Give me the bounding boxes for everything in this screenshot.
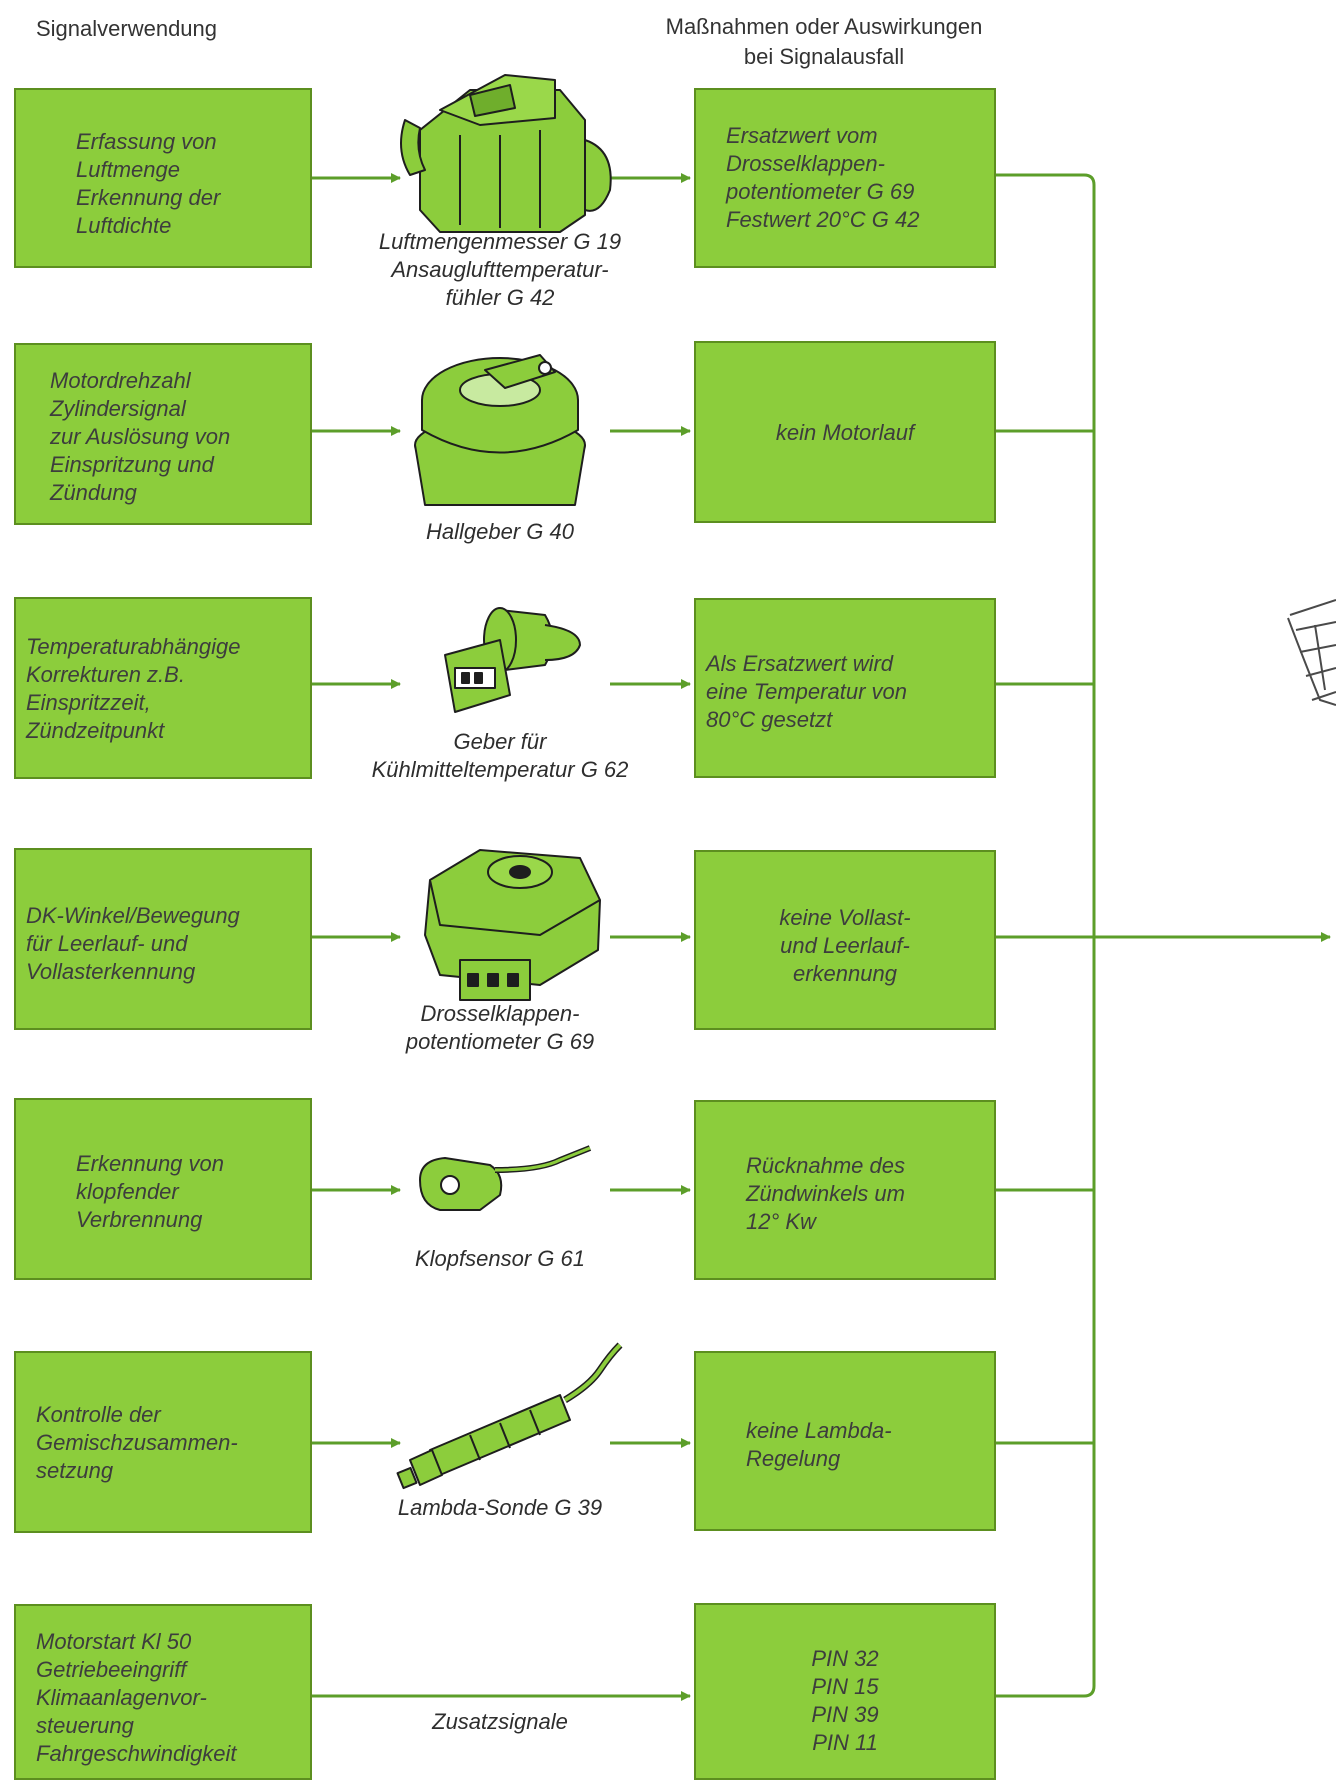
- fallback-box-7: PIN 32 PIN 15 PIN 39 PIN 11: [694, 1603, 996, 1780]
- fallback-box-4: keine Vollast- und Leerlauf- erkennung: [694, 850, 996, 1030]
- fallback-line: Festwert 20°C G 42: [726, 207, 920, 232]
- signal-use-line: Luftmenge: [76, 157, 180, 182]
- fallback-line: 12° Kw: [746, 1209, 816, 1234]
- signal-use-line: Fahrgeschwindigkeit: [36, 1741, 237, 1766]
- signal-use-line: klopfender: [76, 1179, 179, 1204]
- signal-use-line: Erkennung von: [76, 1151, 224, 1176]
- signal-use-line: Erkennung der: [76, 185, 221, 210]
- signal-use-box-4: DK-Winkel/Bewegung für Leerlauf- und Vol…: [14, 848, 312, 1030]
- fallback-line: kein Motorlauf: [775, 420, 915, 445]
- sensor-caption-line: Ansauglufttemperatur-: [391, 257, 609, 282]
- sensor-caption-line: Klopfsensor G 61: [415, 1246, 585, 1271]
- throttle-potentiometer-icon: [424, 849, 601, 1001]
- signal-use-line: Zylindersignal: [50, 396, 186, 421]
- signal-use-line: DK-Winkel/Bewegung: [26, 903, 240, 928]
- sensor-caption-1: Luftmengenmesser G 19 Ansauglufttemperat…: [330, 228, 670, 312]
- control-unit-icon: [1287, 599, 1336, 706]
- signal-use-line: Getriebeeingriff: [36, 1657, 187, 1682]
- signal-use-line: Vollasterkennung: [26, 959, 196, 984]
- signal-use-line: Motorstart Kl 50: [36, 1629, 192, 1654]
- header-measures: Maßnahmen oder Auswirkungen bei Signalau…: [594, 12, 1054, 72]
- signal-use-line: Gemischzusammen-: [36, 1430, 238, 1455]
- signal-use-line: Luftdichte: [76, 213, 172, 238]
- fallback-line: Zündwinkels um: [746, 1181, 905, 1206]
- signal-use-box-3: Temperaturabhängige Korrekturen z.B. Ein…: [14, 597, 312, 779]
- fallback-line: eine Temperatur von: [706, 679, 907, 704]
- sensor-caption-line: Zusatzsignale: [432, 1709, 568, 1734]
- fallback-line: keine Vollast-: [779, 905, 911, 930]
- sensor-caption-4: Drosselklappen- potentiometer G 69: [330, 1000, 670, 1056]
- signal-use-line: Einspritzung und: [50, 452, 214, 477]
- knock-sensor-icon: [419, 1145, 592, 1211]
- signal-use-line: Erfassung von: [76, 129, 217, 154]
- signal-use-line: setzung: [36, 1458, 114, 1483]
- sensor-caption-6: Lambda-Sonde G 39: [330, 1494, 670, 1522]
- sensor-caption-line: fühler G 42: [445, 285, 555, 310]
- signal-use-line: Kontrolle der: [36, 1402, 161, 1427]
- signal-use-line: Motordrehzahl: [50, 368, 191, 393]
- sensor-caption-2: Hallgeber G 40: [330, 518, 670, 546]
- signal-use-line: Korrekturen z.B.: [26, 662, 185, 687]
- fallback-line: PIN 39: [811, 1702, 879, 1727]
- fallback-line: Als Ersatzwert wird: [706, 651, 894, 676]
- sensor-caption-line: Lambda-Sonde G 39: [397, 1495, 603, 1520]
- fallback-box-3: Als Ersatzwert wird eine Temperatur von …: [694, 598, 996, 778]
- fallback-line: potentiometer G 69: [726, 179, 915, 204]
- fallback-line: und Leerlauf-: [780, 933, 910, 958]
- fallback-box-6: keine Lambda- Regelung: [694, 1351, 996, 1531]
- fallback-line: 80°C gesetzt: [706, 707, 833, 732]
- header-signal-use: Signalverwendung: [36, 16, 218, 41]
- signal-use-box-2: Motordrehzahl Zylindersignal zur Auslösu…: [14, 343, 312, 525]
- fallback-line: Drosselklappen-: [726, 151, 885, 176]
- signal-use-line: zur Auslösung von: [50, 424, 231, 449]
- sensor-caption-line: potentiometer G 69: [405, 1029, 595, 1054]
- signal-use-box-7: Motorstart Kl 50 Getriebeeingriff Klimaa…: [14, 1604, 312, 1780]
- fallback-box-5: Rücknahme des Zündwinkels um 12° Kw: [694, 1100, 996, 1280]
- sensor-caption-line: Drosselklappen-: [420, 1001, 580, 1026]
- fallback-line: PIN 15: [811, 1674, 879, 1699]
- sensor-caption-5: Klopfsensor G 61: [330, 1245, 670, 1273]
- fallback-line: Regelung: [746, 1446, 841, 1471]
- signal-use-line: steuerung: [36, 1713, 134, 1738]
- signal-use-box-1: Erfassung von Luftmenge Erkennung der Lu…: [14, 88, 312, 268]
- fallback-line: Rücknahme des: [746, 1153, 905, 1178]
- signal-use-line: Verbrennung: [76, 1207, 203, 1232]
- sensor-caption-line: Geber für: [453, 729, 547, 754]
- signal-use-line: Zündzeitpunkt: [26, 718, 165, 743]
- fallback-line: erkennung: [793, 961, 897, 986]
- coolant-temperature-sender-icon: [444, 607, 581, 713]
- sensor-caption-3: Geber für Kühlmitteltemperatur G 62: [320, 728, 680, 784]
- fallback-line: PIN 11: [812, 1730, 878, 1755]
- bus-line-7: [996, 1685, 1096, 1698]
- fallback-line: Ersatzwert vom: [726, 123, 878, 148]
- sensor-caption-line: Luftmengenmesser G 19: [378, 229, 622, 254]
- signal-use-line: Klimaanlagenvor-: [36, 1685, 207, 1710]
- fallback-line: keine Lambda-: [746, 1418, 892, 1443]
- lambda-probe-icon: [396, 1342, 623, 1490]
- signal-use-line: für Leerlauf- und: [26, 931, 188, 956]
- signal-use-box-5: Erkennung von klopfender Verbrennung: [14, 1098, 312, 1280]
- fallback-line: PIN 32: [811, 1646, 879, 1671]
- sensor-caption-line: Hallgeber G 40: [426, 519, 574, 544]
- sensor-caption-7: Zusatzsignale: [330, 1708, 670, 1736]
- header-measures-line1: Maßnahmen oder Auswirkungen: [665, 14, 983, 39]
- fallback-box-1: Ersatzwert vom Drosselklappen- potentiom…: [694, 88, 996, 268]
- hall-sender-icon: [414, 354, 586, 506]
- signal-use-line: Temperaturabhängige: [26, 634, 241, 659]
- bus-line-1: [996, 173, 1096, 186]
- signal-use-line: Zündung: [50, 480, 137, 505]
- signal-use-box-6: Kontrolle der Gemischzusammen- setzung: [14, 1351, 312, 1533]
- sensor-caption-line: Kühlmitteltemperatur G 62: [371, 757, 629, 782]
- air-flow-meter-icon: [400, 74, 612, 233]
- fallback-box-2: kein Motorlauf: [694, 341, 996, 523]
- header-measures-line2: bei Signalausfall: [743, 44, 905, 69]
- signal-use-line: Einspritzzeit,: [26, 690, 151, 715]
